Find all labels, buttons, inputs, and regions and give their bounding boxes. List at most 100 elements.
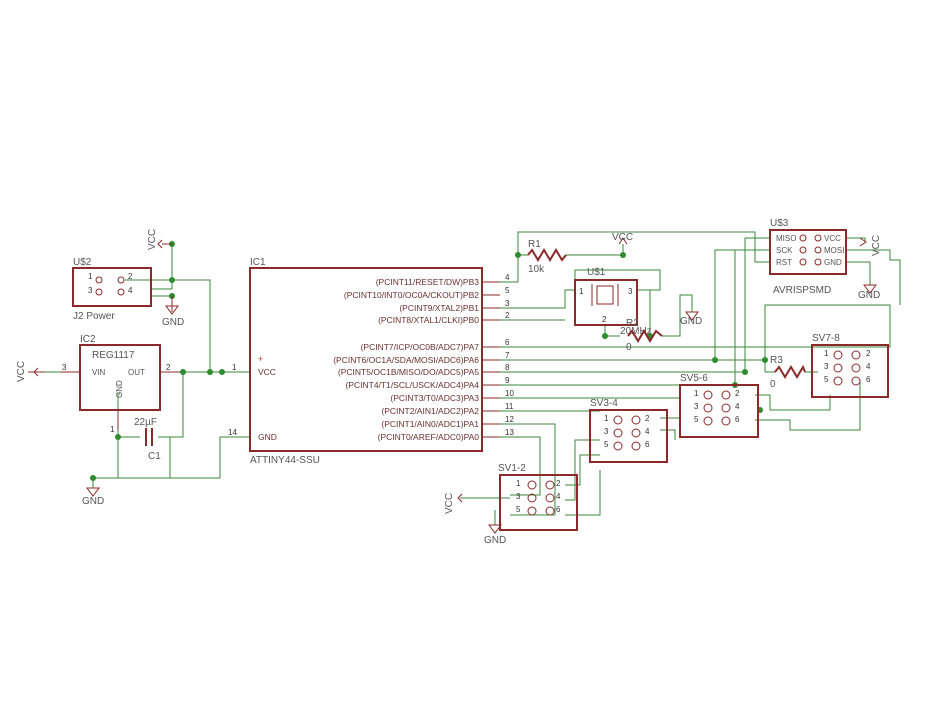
svg-text:5: 5 xyxy=(694,415,699,424)
svg-text:4: 4 xyxy=(128,286,133,295)
svg-text:4: 4 xyxy=(735,402,740,411)
gnd-symbol-left: GND xyxy=(82,487,104,507)
part-ic1-attiny44: IC1 ATTINY44-SSU + VCC GND 1 14 (PCINT11… xyxy=(228,257,514,466)
ic1-pin-label: (PCINT4/T1/SCL/USCK/ADC4)PA4 xyxy=(345,380,479,390)
svg-text:OUT: OUT xyxy=(128,368,145,377)
ic1-pin-number: 2 xyxy=(505,311,510,320)
ic1-pin-number: 8 xyxy=(505,363,510,372)
svg-text:3: 3 xyxy=(62,363,67,372)
svg-text:R1: R1 xyxy=(528,239,541,250)
svg-text:1: 1 xyxy=(694,389,699,398)
svg-text:1: 1 xyxy=(604,414,609,423)
svg-text:IC1: IC1 xyxy=(250,257,266,268)
svg-text:1: 1 xyxy=(88,272,93,281)
vcc-symbol-sv12: VCC xyxy=(444,493,463,514)
svg-text:2: 2 xyxy=(602,315,607,324)
ic1-pin-label: (PCINT1/AIN0/ADC1)PA1 xyxy=(381,419,479,429)
part-r2-resistor: R2 0 xyxy=(626,318,663,353)
svg-text:3: 3 xyxy=(516,492,521,501)
ic1-pin-number: 10 xyxy=(505,389,514,398)
svg-text:1: 1 xyxy=(110,425,115,434)
part-sv5-6-header: SV5-6 1 2 3 4 5 6 xyxy=(679,373,759,438)
svg-text:SV7-8: SV7-8 xyxy=(812,333,840,344)
svg-text:MOSI: MOSI xyxy=(824,246,844,255)
svg-text:AVRISPSMD: AVRISPSMD xyxy=(773,285,831,296)
svg-text:GND: GND xyxy=(858,290,880,301)
svg-text:GND: GND xyxy=(82,496,104,507)
svg-text:5: 5 xyxy=(824,375,829,384)
svg-text:22µF: 22µF xyxy=(134,417,157,428)
part-sv7-8-header: SV7-8 1 2 3 4 5 6 xyxy=(811,333,889,398)
part-sv3-4-header: SV3-4 1 2 3 4 5 6 xyxy=(589,398,668,463)
gnd-symbol-crystal: GND xyxy=(680,311,702,327)
svg-text:IC2: IC2 xyxy=(80,334,96,345)
vcc-symbol-r1: VCC xyxy=(612,232,633,245)
svg-text:VCC: VCC xyxy=(16,361,27,382)
svg-text:2: 2 xyxy=(866,349,871,358)
ic1-pin-label: (PCINT7/ICP/OC0B/ADC7)PA7 xyxy=(361,342,480,352)
ic1-pin-number: 11 xyxy=(505,402,514,411)
svg-text:GND: GND xyxy=(258,432,277,442)
ic1-pin-number: 7 xyxy=(505,351,510,360)
svg-text:VCC: VCC xyxy=(258,367,276,377)
svg-text:GND: GND xyxy=(484,535,506,546)
vcc-symbol-u3: VCC xyxy=(859,235,882,256)
part-ic2-regulator: IC2 REG1117 VIN OUT GND 3 2 1 xyxy=(60,334,180,434)
svg-text:VCC: VCC xyxy=(612,232,633,243)
svg-text:1: 1 xyxy=(516,479,521,488)
ic1-pin-label: (PCINT10/INT0/OC0A/CKOUT)PB2 xyxy=(344,290,479,300)
ic1-pin-number: 5 xyxy=(505,286,510,295)
gnd-symbol-u2: GND xyxy=(162,296,184,328)
svg-text:VCC: VCC xyxy=(871,235,882,256)
svg-text:RST: RST xyxy=(776,258,792,267)
part-c1-capacitor: 22µF C1 xyxy=(134,417,161,462)
part-u2-power-header: U$2 J2 Power 1 2 3 4 xyxy=(72,257,152,322)
ic1-pin-number: 9 xyxy=(505,376,510,385)
part-sv1-2-header: SV1-2 1 2 3 4 5 6 xyxy=(498,463,578,531)
svg-text:J2 Power: J2 Power xyxy=(73,311,115,322)
svg-text:2: 2 xyxy=(645,414,650,423)
ic1-pin-label: (PCINT8/XTAL1/CLKI)PB0 xyxy=(378,315,479,325)
svg-text:GND: GND xyxy=(824,258,842,267)
part-r3-resistor: R3 0 xyxy=(770,355,806,390)
gnd-symbol-sv12: GND xyxy=(484,524,506,546)
ic1-pin-label: (PCINT9/XTAL2)PB1 xyxy=(399,303,479,313)
svg-text:2: 2 xyxy=(735,389,740,398)
svg-text:5: 5 xyxy=(516,505,521,514)
svg-text:2: 2 xyxy=(128,272,133,281)
svg-text:2: 2 xyxy=(166,363,171,372)
part-u1-resonator: U$1 1 3 2 20MHz xyxy=(574,267,652,337)
ic1-pin-list: (PCINT11/RESET/DW)PB3 4 (PCINT10/INT0/OC0A… xyxy=(333,273,514,442)
svg-text:14: 14 xyxy=(228,428,237,437)
svg-text:1: 1 xyxy=(824,349,829,358)
svg-text:VCC: VCC xyxy=(147,229,158,250)
ic1-pin-number: 3 xyxy=(505,299,510,308)
svg-text:3: 3 xyxy=(604,427,609,436)
svg-text:10k: 10k xyxy=(528,264,545,275)
svg-text:GND: GND xyxy=(680,316,702,327)
svg-text:1: 1 xyxy=(579,287,584,296)
svg-text:VCC: VCC xyxy=(824,234,841,243)
svg-text:3: 3 xyxy=(88,286,93,295)
ic1-pin-number: 12 xyxy=(505,415,514,424)
svg-text:VIN: VIN xyxy=(92,368,106,377)
svg-text:1: 1 xyxy=(232,363,237,372)
svg-text:REG1117: REG1117 xyxy=(92,350,135,361)
svg-text:6: 6 xyxy=(556,505,561,514)
part-u3-isp-header: U$3 AVRISPSMD MISO SCK RST VCC MOSI GND xyxy=(769,218,847,296)
svg-text:0: 0 xyxy=(770,379,776,390)
ic1-pin-number: 4 xyxy=(505,273,510,282)
svg-text:R3: R3 xyxy=(770,355,783,366)
ic1-pin-label: (PCINT6/OC1A/SDA/MOSI/ADC6)PA6 xyxy=(333,355,479,365)
svg-text:4: 4 xyxy=(645,427,650,436)
part-r1-resistor: R1 10k xyxy=(527,239,567,275)
svg-text:SCK: SCK xyxy=(776,246,793,255)
svg-text:MISO: MISO xyxy=(776,234,796,243)
svg-text:C1: C1 xyxy=(148,451,161,462)
svg-text:0: 0 xyxy=(626,342,632,353)
svg-text:6: 6 xyxy=(645,440,650,449)
svg-text:GND: GND xyxy=(115,380,124,398)
svg-text:+: + xyxy=(258,354,263,364)
ic1-pin-label: (PCINT11/RESET/DW)PB3 xyxy=(376,277,480,287)
